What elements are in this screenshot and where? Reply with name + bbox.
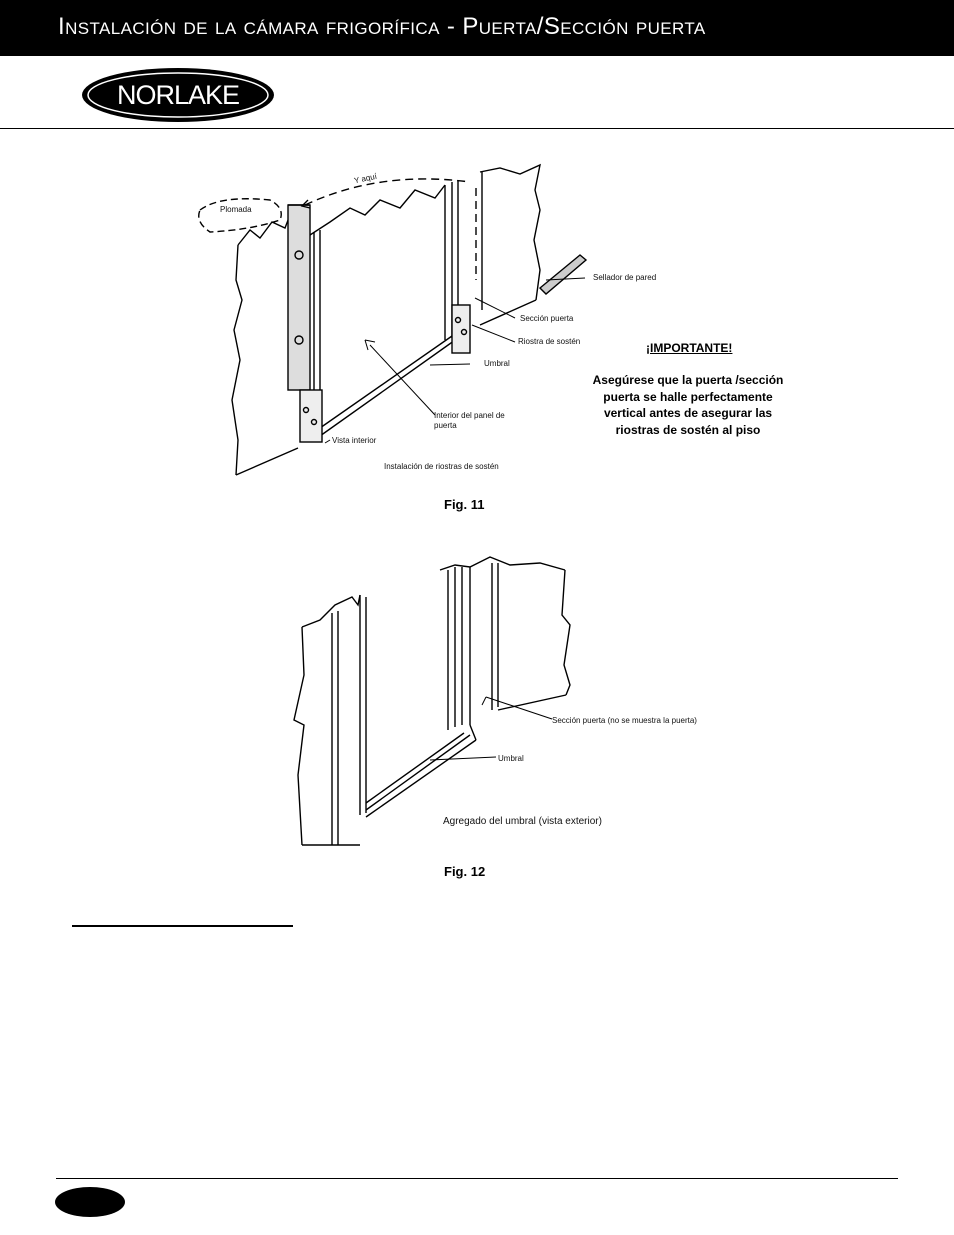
label-sellador: Sellador de pared — [593, 273, 657, 282]
label-seccion-puerta: Sección puerta — [520, 314, 574, 323]
fig12-caption: Fig. 12 — [444, 864, 486, 879]
important-text: Asegúrese que la puerta /sección puerta … — [592, 373, 784, 437]
page-number-oval — [55, 1187, 125, 1217]
label-riostra: Riostra de sostén — [518, 337, 581, 346]
label-umbral: Umbral — [484, 359, 510, 368]
threshold-illustration — [293, 556, 571, 846]
logo-text: NORLAKE — [117, 80, 239, 110]
fig11-caption: Fig. 11 — [444, 497, 485, 512]
section-underline — [72, 925, 293, 927]
fig12-diagram: Sección puerta (no se muestra la puerta)… — [280, 545, 740, 850]
label-interior-panel-1: Interior del panel de — [434, 411, 505, 420]
norlake-logo: NORLAKE — [80, 67, 276, 123]
door-brace-illustration — [198, 163, 588, 476]
page-title: Instalación de la cámara frigorífica - P… — [58, 13, 706, 40]
important-heading: ¡IMPORTANTE! — [646, 341, 733, 355]
logo-oval-icon: NORLAKE — [82, 68, 274, 122]
label-interior-panel-2: puerta — [434, 421, 457, 430]
fig11-diagram: Y aquí Plomada Sellador de pared Sección… — [190, 160, 790, 480]
label-plomada: Plomada — [220, 205, 252, 214]
footer-divider — [56, 1178, 898, 1179]
label-vista-interior: Vista interior — [332, 436, 377, 445]
label-agregado: Agregado del umbral (vista exterior) — [443, 816, 602, 827]
label-seccion-puerta-12: Sección puerta (no se muestra la puerta) — [552, 716, 697, 725]
header-divider — [0, 128, 954, 129]
header-bar: Instalación de la cámara frigorífica - P… — [0, 0, 954, 56]
label-umbral-12: Umbral — [498, 754, 524, 763]
label-instalacion: Instalación de riostras de sostén — [384, 462, 499, 471]
